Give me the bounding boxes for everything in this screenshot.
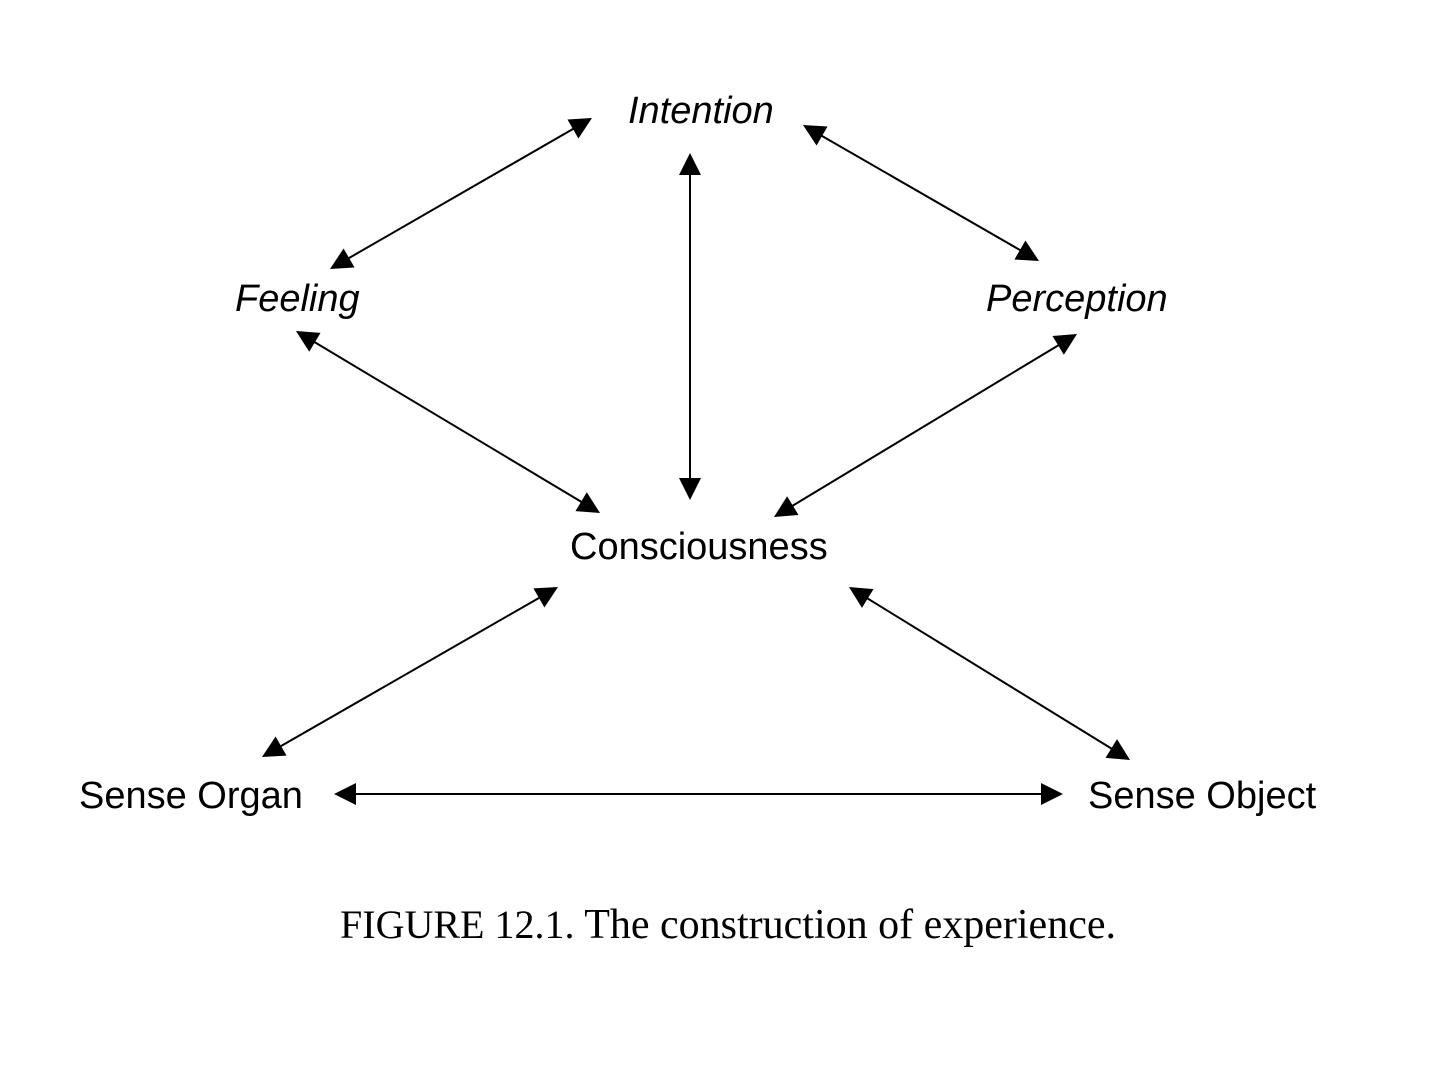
arrow-feeling-intention-line [346,127,576,260]
caption-text: The construction of experience. [584,902,1116,948]
node-perception: Perception [986,278,1168,320]
arrow-intention-consciousness-head-start [679,153,701,175]
arrow-feeling-consciousness-head-end [575,492,600,513]
arrow-consciousness-object-head-end [1105,739,1130,760]
arrow-consciousness-organ-head-start [533,587,558,608]
arrow-organ-object-head-end [1041,783,1063,805]
figure-caption: FIGURE 12.1. The construction of experie… [0,901,1456,949]
arrow-consciousness-organ-line [278,596,542,748]
node-sense-organ: Sense Organ [79,775,303,817]
arrow-consciousness-object-line [865,596,1114,751]
arrow-intention-perception-line [819,134,1023,252]
arrow-consciousness-object-head-start [849,587,874,608]
arrow-intention-perception-head-start [803,125,828,146]
arrow-feeling-consciousness-line [312,340,584,504]
arrow-perception-consciousness-head-end [774,496,799,517]
node-feeling: Feeling [235,278,360,320]
arrow-consciousness-organ-head-end [262,736,287,757]
arrow-perception-consciousness-line [790,343,1061,508]
arrow-feeling-intention-head-start [330,248,355,269]
node-consciousness: Consciousness [570,526,828,568]
arrow-intention-consciousness-head-end [679,478,701,500]
caption-label: FIGURE 12.1. [340,902,575,947]
node-sense-object: Sense Object [1088,775,1317,817]
arrow-organ-object-head-start [334,783,356,805]
node-intention: Intention [628,90,774,132]
arrow-intention-perception-head-end [1014,240,1039,261]
arrow-perception-consciousness-head-start [1052,334,1077,355]
arrow-feeling-intention-head-end [567,118,592,139]
arrow-feeling-consciousness-head-start [296,331,321,352]
